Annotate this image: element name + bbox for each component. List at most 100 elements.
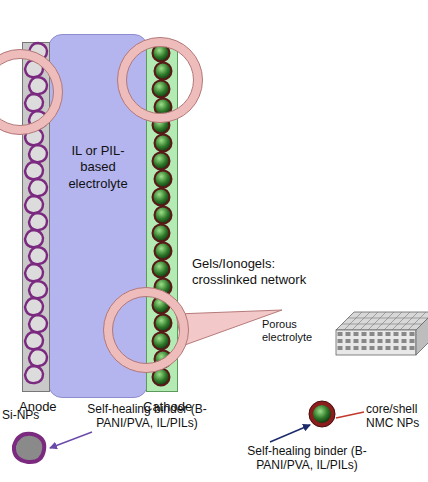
- pore-line: [360, 312, 378, 330]
- pore: [354, 339, 359, 343]
- pore: [370, 332, 375, 336]
- nmc-particle: [155, 315, 172, 332]
- pore-line: [408, 312, 426, 330]
- callout-cone: [176, 310, 282, 346]
- electrolyte-region: IL or PIL-based electrolyte: [48, 34, 148, 398]
- porous-top: [336, 312, 428, 330]
- si-particle: [25, 230, 43, 247]
- nmc-particle: [153, 369, 170, 386]
- si-particle: [29, 145, 47, 162]
- pore: [362, 332, 367, 336]
- si-particle: [25, 264, 43, 281]
- nmc-particle: [155, 207, 172, 224]
- gel-callout: Gels/Ionogels: crosslinked network: [192, 256, 342, 287]
- pore: [378, 346, 383, 350]
- pore: [346, 332, 351, 336]
- leader-line: [336, 412, 364, 418]
- pore: [410, 332, 415, 336]
- pore: [362, 346, 367, 350]
- pore: [410, 339, 415, 343]
- si-particle: [29, 179, 47, 196]
- magnifier-ring: [118, 38, 203, 123]
- pore: [354, 346, 359, 350]
- nmc-particle: [155, 99, 172, 116]
- pore: [338, 339, 343, 343]
- nmc-particle: [153, 261, 170, 278]
- pore: [354, 332, 359, 336]
- nmc-particle: [153, 45, 170, 62]
- leader-arrow: [270, 425, 310, 442]
- si-particle: [25, 94, 43, 111]
- si-particle: [29, 349, 47, 366]
- pore: [410, 346, 415, 350]
- nmc-particle: [155, 63, 172, 80]
- nmc-particle: [153, 81, 170, 98]
- pore-line: [400, 312, 418, 330]
- leader-arrow: [50, 432, 92, 448]
- pore: [378, 339, 383, 343]
- porous-front: [336, 330, 416, 355]
- binder-label: Self-healing binder (B-PANI/PVA, IL/PILs…: [72, 402, 222, 431]
- si-particle: [25, 196, 43, 213]
- nmc-particle: [153, 153, 170, 170]
- si-particle: [29, 247, 47, 264]
- anode-strip: Anode: [22, 42, 50, 392]
- pore: [370, 339, 375, 343]
- pore-line: [352, 312, 370, 330]
- nmc-particle: [153, 117, 170, 134]
- pore: [338, 332, 343, 336]
- pore: [362, 339, 367, 343]
- nmc-core: [313, 405, 331, 423]
- pore: [386, 346, 391, 350]
- si-nanoparticle: [14, 434, 44, 462]
- magnifier-ring: [122, 42, 198, 118]
- pore: [346, 339, 351, 343]
- pore: [378, 332, 383, 336]
- binder-label: Self-healing binder (B-PANI/PVA, IL/PILs…: [232, 444, 382, 473]
- nmc-particle: [155, 279, 172, 296]
- magnifier-ring: [108, 292, 184, 368]
- nmc-label: core/shell NMC NPs: [366, 402, 426, 431]
- si-particle: [29, 315, 47, 332]
- si-particle: [29, 43, 47, 60]
- pore-line: [348, 318, 428, 319]
- pore: [394, 332, 399, 336]
- nmc-particle: [153, 333, 170, 350]
- pore: [370, 346, 375, 350]
- pore: [394, 346, 399, 350]
- si-particle: [25, 60, 43, 77]
- magnifier-ring: [127, 47, 194, 114]
- cathode-strip: Cathode: [146, 42, 178, 392]
- pore: [402, 346, 407, 350]
- pore: [402, 332, 407, 336]
- magnifier-ring: [0, 50, 63, 135]
- nmc-particle: [153, 189, 170, 206]
- pore-line: [342, 324, 422, 325]
- pore: [386, 339, 391, 343]
- si-particle: [29, 111, 47, 128]
- magnifier-ring: [104, 288, 189, 373]
- si-label: Si-NPs: [2, 408, 62, 422]
- magnifier-ring: [113, 297, 180, 364]
- pore-line: [368, 312, 386, 330]
- nmc-particle: [153, 297, 170, 314]
- pore: [402, 339, 407, 343]
- nmc-particle: [155, 171, 172, 188]
- pore: [386, 332, 391, 336]
- pore-line: [384, 312, 402, 330]
- pore-line: [376, 312, 394, 330]
- nmc-particle: [155, 243, 172, 260]
- si-particle: [29, 77, 47, 94]
- pore: [394, 339, 399, 343]
- pore: [346, 346, 351, 350]
- porous-side: [416, 312, 428, 355]
- si-particle: [29, 213, 47, 230]
- magnifier-ring: [0, 59, 54, 126]
- si-particle: [25, 332, 43, 349]
- si-particle: [25, 298, 43, 315]
- si-particle: [25, 366, 43, 383]
- pore-line: [344, 312, 362, 330]
- pore-line: [392, 312, 410, 330]
